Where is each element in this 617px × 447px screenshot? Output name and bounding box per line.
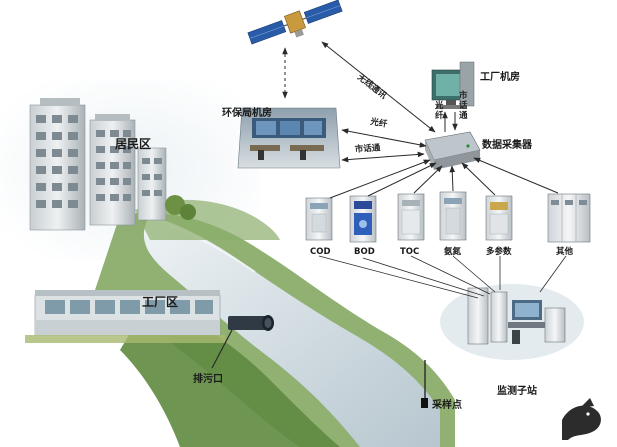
telephone-vertical-2: 话 xyxy=(459,100,468,111)
link-epb-telephone xyxy=(341,151,425,163)
line-cod-sub xyxy=(318,255,479,299)
link-sat-collector xyxy=(321,41,436,133)
fiber-vertical-2: 纤 xyxy=(435,110,444,121)
fiber-vertical-1: 光 xyxy=(434,100,444,111)
sampling-point-marker xyxy=(421,398,428,408)
fiber-label: 光纤 xyxy=(368,116,388,130)
data-collector-icon xyxy=(424,131,481,170)
satellite-icon xyxy=(247,0,343,45)
instrument-label-other: 其他 xyxy=(556,246,574,257)
outlet-label: 排污口 xyxy=(193,372,223,385)
outlet-leader xyxy=(211,329,233,369)
factory-zone-label: 工厂区 xyxy=(142,295,178,309)
substation-label: 监测子站 xyxy=(497,384,537,397)
factory-building xyxy=(25,290,225,343)
residential-buildings xyxy=(29,98,196,231)
link-other xyxy=(473,157,559,194)
cabinet-multi xyxy=(485,195,513,241)
line-other-sub xyxy=(539,255,567,293)
instrument-label-toc: TOC xyxy=(400,247,419,257)
instrument-cabinets xyxy=(305,191,591,243)
line-toc-sub xyxy=(410,255,491,295)
instrument-label-cod: COD xyxy=(310,247,331,257)
data-collector-label: 数据采集器 xyxy=(482,138,533,151)
sampling-point-label: 采样点 xyxy=(431,398,462,411)
dragon-logo-icon xyxy=(562,398,601,440)
telephone-label: 市话通 xyxy=(354,142,381,155)
factory-room-image xyxy=(431,61,475,109)
cabinet-bod xyxy=(349,195,377,243)
outlet-pipe xyxy=(228,315,274,331)
instrument-label-bod: BOD xyxy=(354,247,375,257)
line-bod-sub xyxy=(362,257,485,297)
link-ammonia xyxy=(449,165,456,192)
telephone-vertical-1: 市 xyxy=(459,90,468,101)
connection-links xyxy=(211,41,567,402)
residential-label: 居民区 xyxy=(115,137,151,151)
instrument-label-multi: 多参数 xyxy=(486,246,512,257)
cabinet-toc xyxy=(397,193,425,241)
wireless-label: 无线通讯 xyxy=(354,71,389,102)
cabinet-ammonia xyxy=(439,191,467,241)
epb-room-image xyxy=(237,107,341,169)
cabinet-cod xyxy=(305,197,333,241)
factory-room-label: 工厂机房 xyxy=(480,70,520,83)
link-multi xyxy=(461,162,496,196)
line-ammonia-sub xyxy=(452,255,496,293)
cabinet-other xyxy=(547,193,591,243)
river xyxy=(143,215,440,447)
link-bod xyxy=(367,162,437,197)
link-epb-fiber xyxy=(341,128,427,148)
link-toc xyxy=(413,165,443,194)
substation-image xyxy=(440,284,584,360)
epb-room-label: 环保局机房 xyxy=(222,106,272,119)
instrument-label-ammonia: 氨氮 xyxy=(444,246,462,257)
link-cod xyxy=(329,159,431,199)
telephone-vertical-3: 通 xyxy=(459,110,468,121)
